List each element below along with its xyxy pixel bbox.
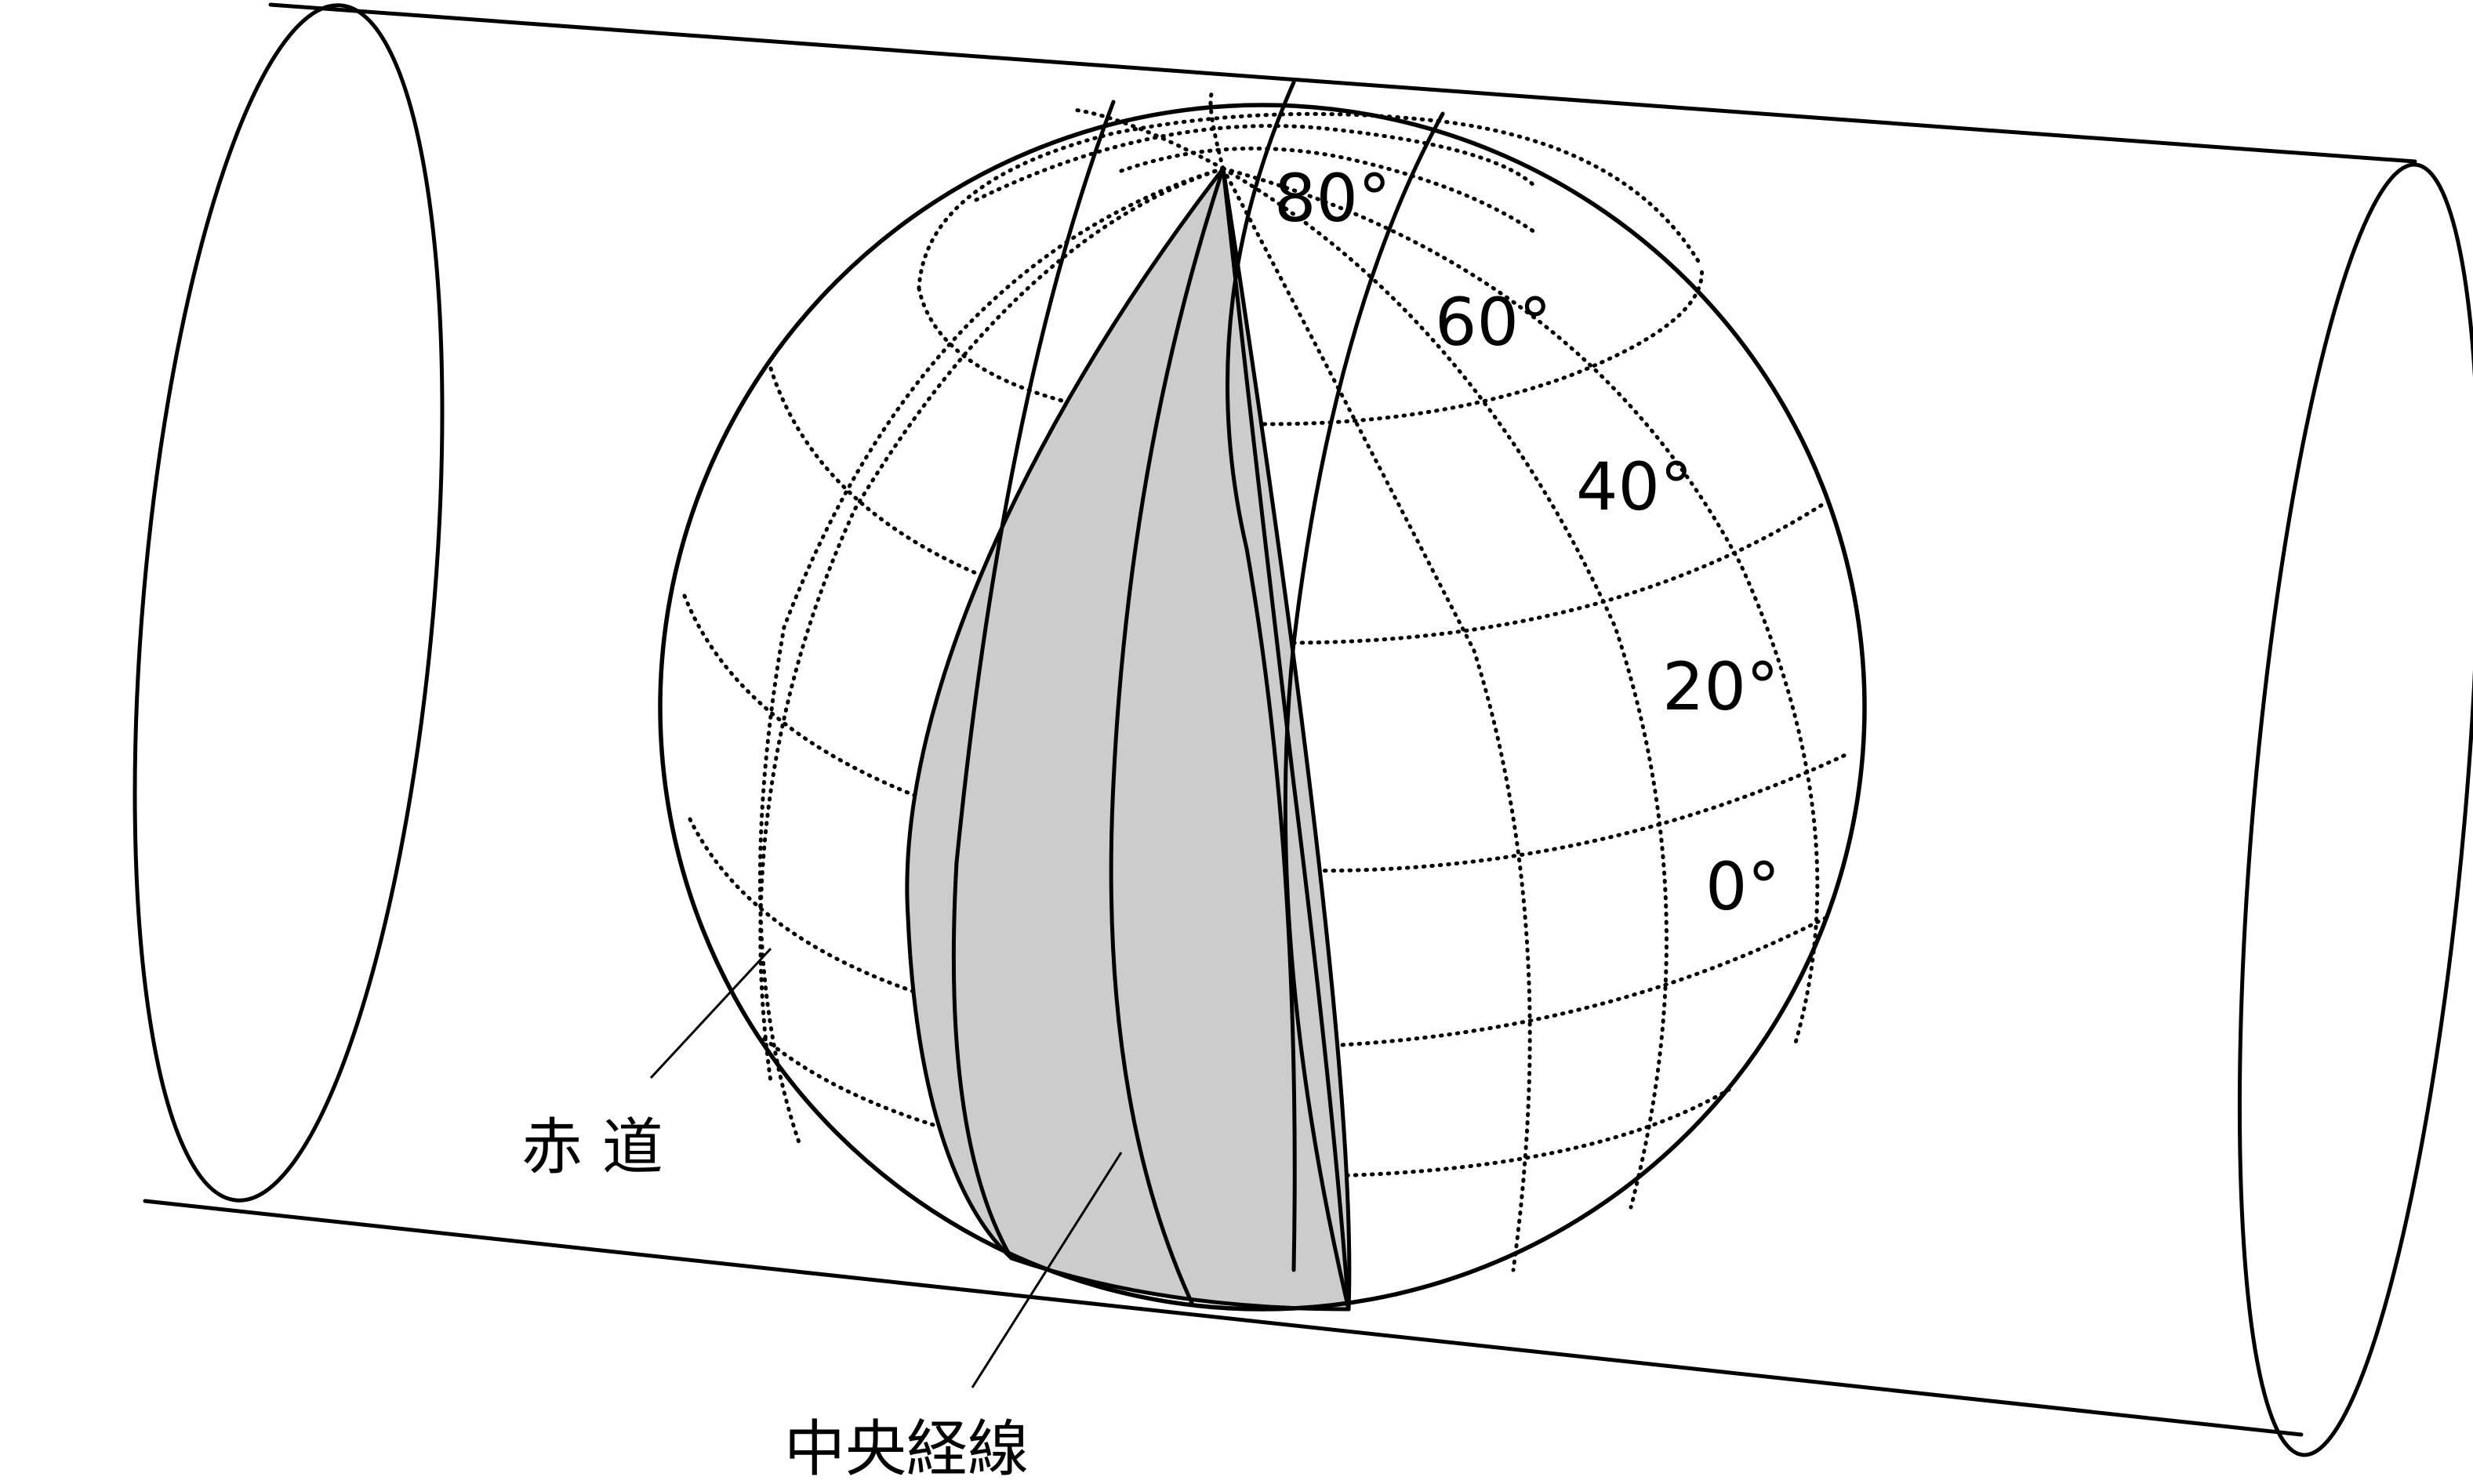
- meridian-dotted-line: [1208, 92, 1226, 171]
- meridian-dotted-line: [1072, 107, 1226, 171]
- cylinder: [133, 2, 2473, 1457]
- meridian-line: [1221, 166, 1351, 1312]
- central-meridian-zone: [905, 166, 1352, 1312]
- cylinder-bottom-edge: [143, 1199, 2304, 1437]
- latitude-line: [974, 124, 1539, 202]
- latitude-label-60: 60°: [1435, 284, 1552, 361]
- meridian-line: [1109, 166, 1226, 1305]
- meridian-line: [1283, 111, 1445, 1312]
- cylinder-left-face: [133, 3, 445, 1203]
- meridian-solid-lines: [951, 80, 1445, 1312]
- latitude-label-0: 0°: [1705, 848, 1780, 925]
- annotations: 赤 道 中央経線: [521, 947, 1123, 1484]
- cylinder-top-edge: [268, 2, 2417, 164]
- latitude-label-80: 80°: [1274, 160, 1391, 237]
- latitude-label-20: 20°: [1662, 648, 1779, 725]
- latitude-line: [1119, 146, 1539, 236]
- equator-label: 赤 道: [521, 1112, 663, 1183]
- meridian-dotted-line: [757, 166, 1226, 1147]
- meridian-line: [951, 100, 1116, 1261]
- cylinder-right-face: [2237, 162, 2473, 1457]
- latitude-labels: 80° 60° 40° 20° 0°: [1274, 160, 1780, 925]
- latitude-line: [917, 264, 1705, 426]
- meridian-line: [1226, 80, 1297, 1272]
- latitude-line: [688, 817, 1829, 1050]
- central-meridian-label: 中央経線: [784, 1414, 1029, 1484]
- latitude-label-40: 40°: [1576, 448, 1693, 525]
- meridian-dotted-line: [1221, 166, 1820, 1045]
- meridian-dotted-line: [1221, 166, 1532, 1272]
- globe: [658, 80, 1867, 1312]
- equator-leader-line: [649, 947, 772, 1079]
- globe-outline: [658, 103, 1867, 1312]
- central-meridian-leader-line: [971, 1152, 1123, 1388]
